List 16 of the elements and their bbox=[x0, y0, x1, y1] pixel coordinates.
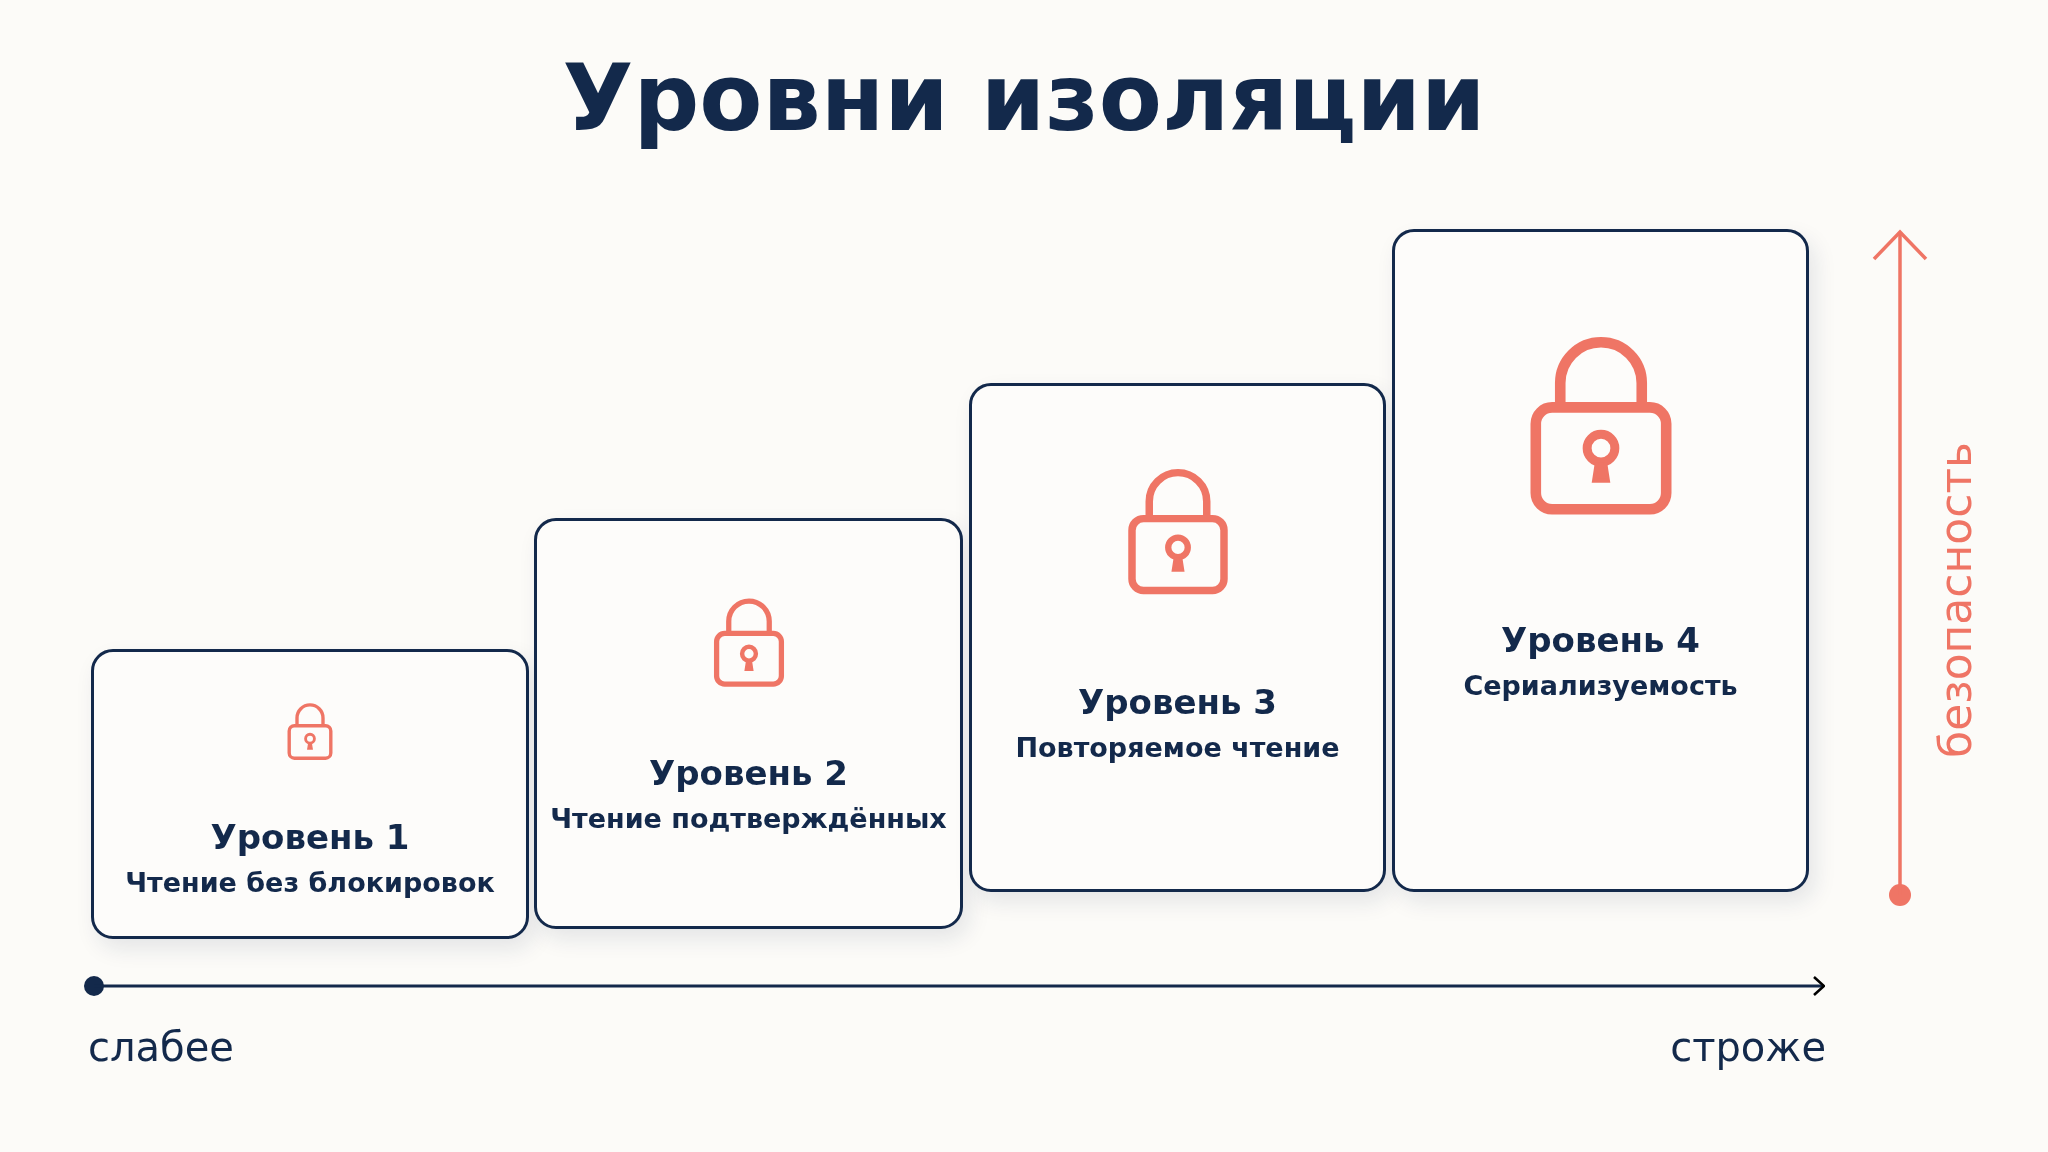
axis-label: слабее bbox=[88, 1024, 234, 1070]
level-card bbox=[969, 383, 1386, 892]
axis-label: строже bbox=[1670, 1024, 1826, 1070]
level-description: Повторяемое чтение bbox=[1015, 732, 1340, 763]
level-heading: Уровень 1 bbox=[210, 817, 410, 857]
level-card bbox=[534, 518, 963, 929]
level-card bbox=[91, 649, 529, 939]
title: Уровни изоляции bbox=[562, 44, 1486, 154]
level-heading: Уровень 2 bbox=[649, 753, 848, 793]
level-description: Сериализуемость bbox=[1463, 670, 1738, 701]
axis-label: безопасность bbox=[1929, 442, 1981, 758]
level-description: Чтение подтверждённых bbox=[550, 803, 947, 834]
level-heading: Уровень 3 bbox=[1078, 682, 1277, 722]
level-description: Чтение без блокировок bbox=[125, 867, 495, 898]
level-heading: Уровень 4 bbox=[1501, 620, 1700, 660]
level-card bbox=[1392, 229, 1809, 892]
